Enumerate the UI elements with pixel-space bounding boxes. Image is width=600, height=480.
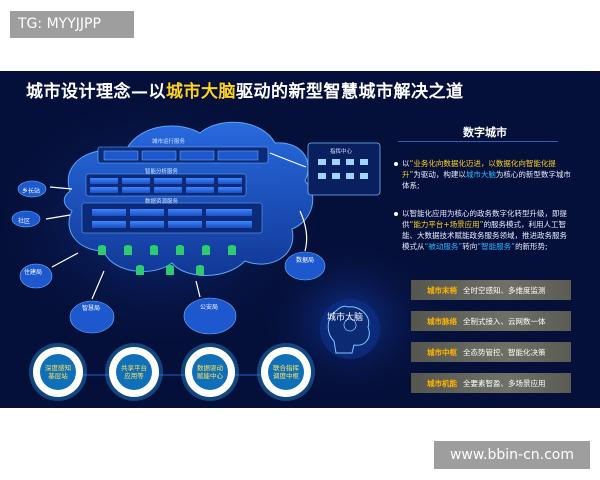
- bullet-2: [394, 212, 398, 216]
- bullet-1: [394, 162, 398, 166]
- ai-label: 智能分析服务: [145, 169, 179, 175]
- data-label: 数据资源服务: [145, 199, 179, 205]
- ai-boxes: [90, 178, 242, 193]
- circle-3-label: 数据驱动赋能中心: [192, 354, 228, 390]
- node-cloud-6: [284, 251, 326, 281]
- node-label-6: 数据局: [296, 257, 315, 264]
- circle-2: 共享平台应用等: [109, 347, 159, 397]
- database-icons: [98, 245, 236, 275]
- cloud-top-label: 城市运行服务: [152, 139, 186, 145]
- layer-label-1: 城市末梢: [427, 286, 457, 295]
- node-label-5: 公安局: [200, 304, 219, 311]
- layer-label-2: 城市脉络: [427, 317, 457, 326]
- watermark-bottom: www.bbin-cn.com: [434, 441, 590, 469]
- panel-title: 数字城市: [463, 126, 507, 139]
- layer-text-2: 全制式接入、云网数一体: [463, 317, 546, 326]
- city-brain-diagram: [0, 91, 440, 401]
- slide-title: 城市设计理念—以城市大脑驱动的新型智慧城市解决之道: [26, 82, 464, 102]
- circle-4-label: 联合指挥调度中枢: [268, 354, 304, 390]
- circle-2-label: 共享平台应用等: [116, 354, 152, 390]
- slide: 城市设计理念—以城市大脑驱动的新型智慧城市解决之道 城市运行服务 智能分析服务 …: [0, 71, 600, 408]
- command-center-panel: [307, 142, 381, 196]
- layer-text-1: 全时空感知、多维度监测: [463, 286, 546, 295]
- data-panel: [81, 202, 263, 234]
- node-label-1: 乡长站: [22, 188, 41, 195]
- layer-bar-1: 城市末梢 全时空感知、多维度监测: [411, 280, 571, 300]
- node-cloud-4: [69, 300, 115, 334]
- circle-1-label: 深度感知基层站: [40, 354, 76, 390]
- node-cloud-5: [183, 297, 237, 335]
- layer-bar-4: 城市机能 全要素智盈、多场景应用: [411, 373, 571, 393]
- node-label-3: 住建局: [24, 269, 43, 276]
- watermark-top: TG: MYYJJPP: [10, 11, 134, 38]
- node-label-4: 智慧局: [82, 305, 101, 312]
- node-cloud-1: [17, 180, 47, 198]
- layer-label-3: 城市中枢: [427, 348, 457, 357]
- paragraph-2: 以智能化应用为核心的政务数字化转型升级，即提供“能力平台+场景应用”的服务模式，…: [402, 209, 567, 251]
- node-cloud-3: [19, 263, 53, 289]
- node-cloud-2: [11, 210, 41, 228]
- paragraph-1: 以“业务化向数据化迈进，以数据化向智能化提升”为驱动，构建以城市大脑为核心的新型…: [402, 159, 571, 190]
- circle-4: 联合指挥调度中枢: [261, 347, 311, 397]
- circle-1: 深度感知基层站: [33, 347, 83, 397]
- circle-3: 数据驱动赋能中心: [185, 347, 235, 397]
- connector-arrows: [45, 152, 308, 300]
- layer-label-4: 城市机能: [427, 379, 457, 388]
- service-boxes: [103, 150, 259, 161]
- layer-text-3: 全态势管控、智能化决策: [463, 348, 546, 357]
- brain-label: 城市大脑: [327, 313, 364, 323]
- data-boxes: [92, 209, 252, 228]
- node-label-2: 社区: [18, 218, 31, 225]
- layer-text-4: 全要素智盈、多场景应用: [463, 379, 546, 388]
- command-icons: [318, 159, 368, 179]
- layer-bar-2: 城市脉络 全制式接入、云网数一体: [411, 311, 571, 331]
- brain-head: [320, 299, 380, 359]
- layer-bar-3: 城市中枢 全态势管控、智能化决策: [411, 342, 571, 362]
- command-center-label: 指挥中心: [330, 149, 353, 155]
- panel-divider: [398, 141, 558, 142]
